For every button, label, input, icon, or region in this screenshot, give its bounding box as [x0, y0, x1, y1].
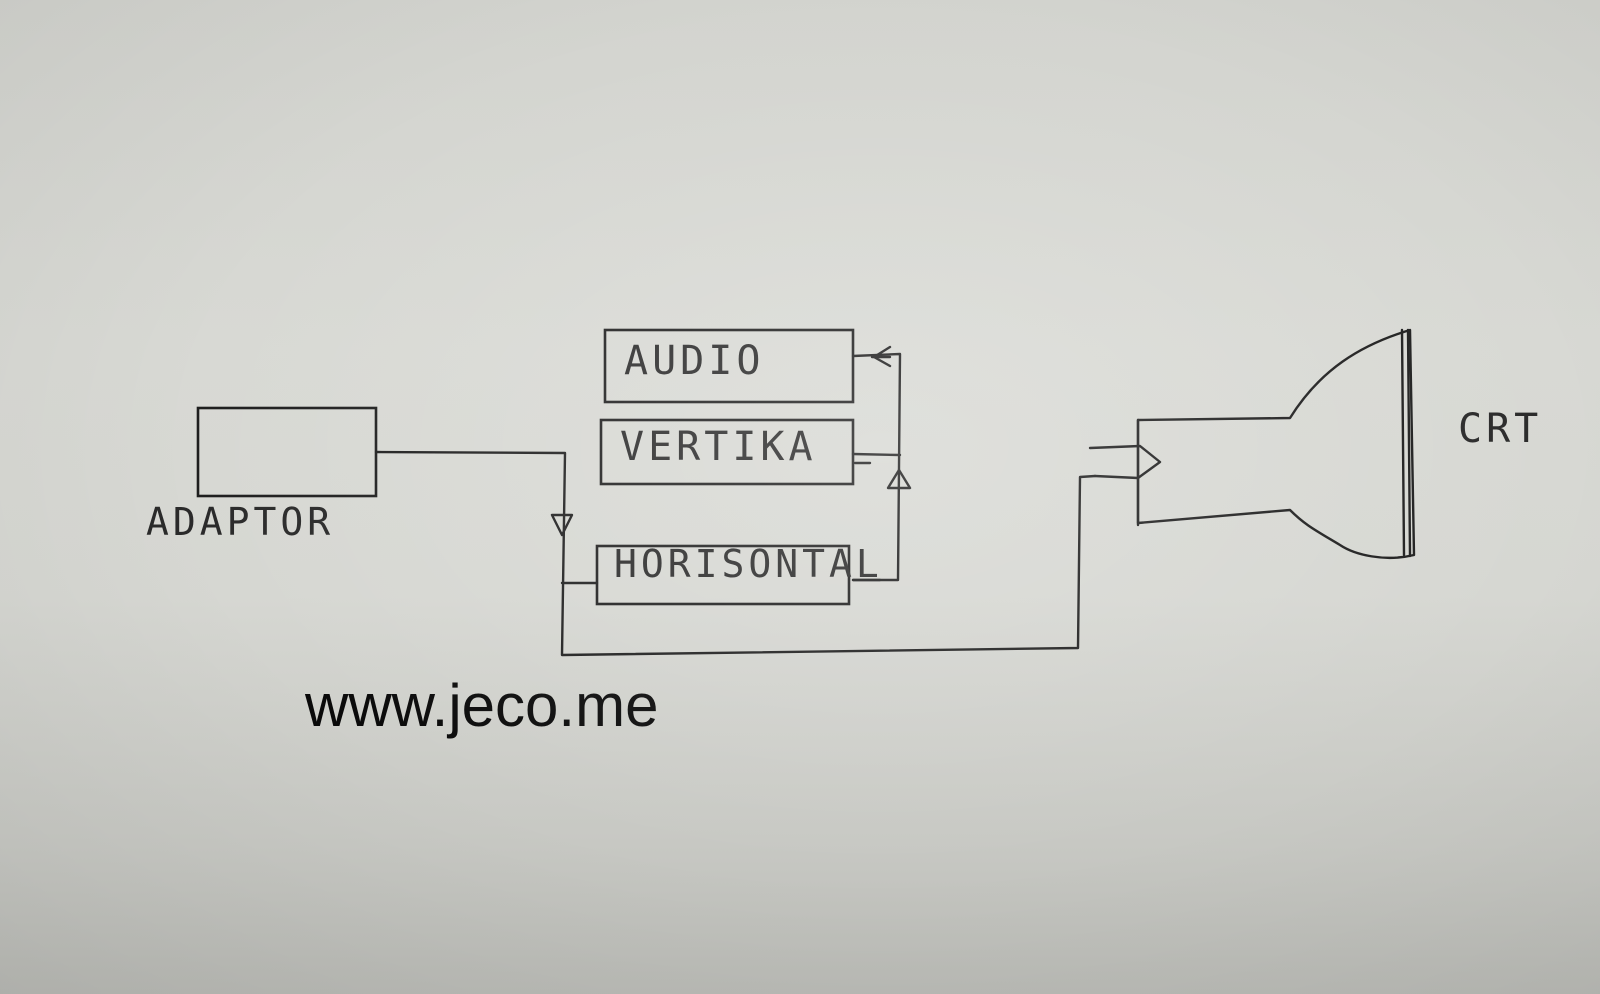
adaptor-box	[196, 406, 378, 498]
horisontal-box	[595, 544, 851, 606]
vertika-box	[599, 418, 855, 486]
audio-block: AUDIO	[603, 328, 855, 404]
main-supply-wire	[374, 450, 1097, 657]
vertika-block: VERTIKA	[599, 418, 855, 486]
horisontal-label: HORISONTAL	[614, 542, 883, 586]
arrow-down-icon	[550, 513, 574, 537]
audio-label: AUDIO	[624, 338, 764, 384]
crt-tube: CRT	[1088, 328, 1542, 559]
vertika-label: VERTIKA	[620, 424, 817, 470]
wiring	[374, 345, 1097, 657]
horisontal-block: HORISONTAL	[595, 542, 883, 606]
crt-pin-connector	[1088, 444, 1162, 480]
crt-outline	[1136, 328, 1416, 559]
watermark-text: www.jeco.me	[304, 672, 658, 739]
vertika-feed-wire	[851, 452, 902, 457]
crt-screen-glass	[1406, 328, 1412, 558]
audio-box	[603, 328, 855, 404]
crt-label: CRT	[1458, 406, 1542, 452]
adaptor-block: ADAPTOR	[146, 406, 378, 544]
crt-screen-face	[1400, 328, 1406, 557]
arrow-up-icon	[886, 468, 912, 490]
adaptor-label: ADAPTOR	[146, 500, 334, 544]
